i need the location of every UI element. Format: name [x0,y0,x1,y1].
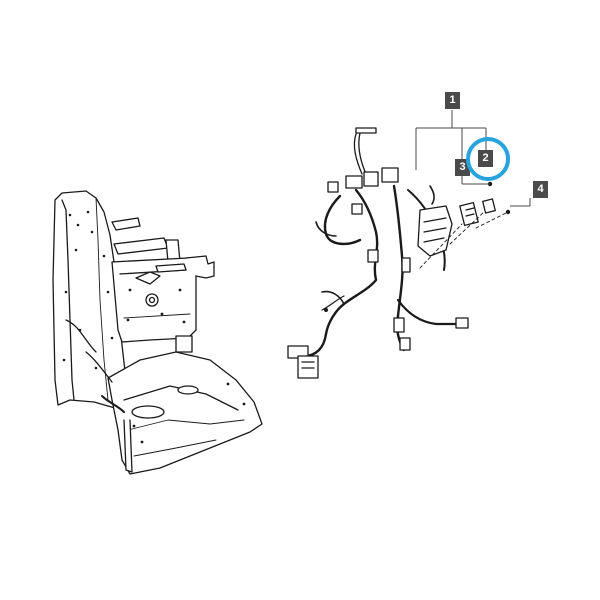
wiring-harness-drawing [287,127,511,379]
callout-2[interactable]: 2 [478,150,493,167]
frame-panel-drawing [52,190,263,475]
callout-4[interactable]: 4 [533,181,548,198]
callout-3[interactable]: 3 [455,159,470,176]
callout-1[interactable]: 1 [445,92,460,109]
